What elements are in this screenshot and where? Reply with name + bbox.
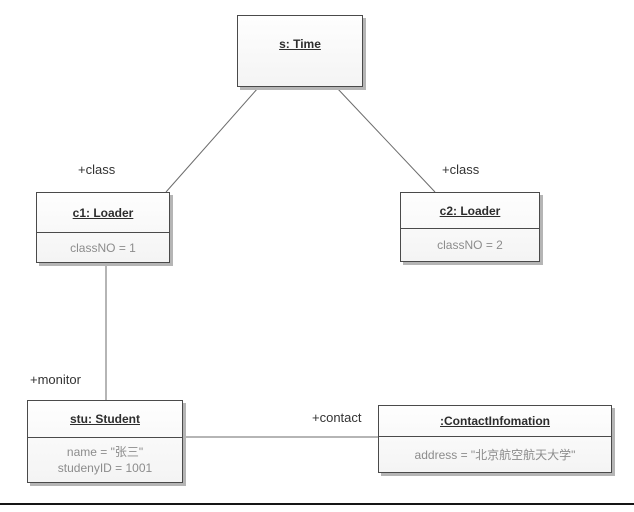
object-attributes: classNO = 2 [401, 228, 539, 261]
object-node-stu-student[interactable]: stu: Student name = "张三" studenyID = 100… [27, 400, 183, 483]
object-name: stu: Student [70, 412, 140, 426]
object-name: :ContactInfomation [440, 414, 550, 428]
attribute-value: name = "张三" [66, 445, 144, 459]
object-attributes: name = "张三" studenyID = 1001 [28, 437, 182, 482]
edge-label-contact: +contact [312, 410, 362, 425]
object-name: s: Time [279, 37, 321, 51]
object-node-s-time[interactable]: s: Time [237, 15, 363, 87]
object-attributes: address = "北京航空航天大学" [379, 436, 611, 472]
object-name: c2: Loader [439, 203, 501, 218]
attribute-value: classNO = 2 [437, 238, 503, 252]
edge-label-monitor: +monitor [30, 372, 81, 387]
edge-label-class-left: +class [78, 162, 116, 177]
attribute-value: address = "北京航空航天大学" [414, 447, 576, 462]
object-node-contact-infomation[interactable]: :ContactInfomation address = "北京航空航天大学" [378, 405, 612, 473]
attribute-value: classNO = 1 [70, 240, 136, 255]
edge-class-left-line [165, 87, 259, 193]
edge-class-right-line [336, 87, 436, 193]
object-node-c2-loader[interactable]: c2: Loader classNO = 2 [400, 192, 540, 262]
edge-label-class-right: +class [442, 162, 480, 177]
attribute-value: studenyID = 1001 [57, 461, 153, 475]
object-attributes: classNO = 1 [37, 232, 169, 262]
page-bottom-rule [0, 503, 634, 505]
object-node-c1-loader[interactable]: c1: Loader classNO = 1 [36, 192, 170, 263]
object-name: c1: Loader [72, 205, 134, 220]
